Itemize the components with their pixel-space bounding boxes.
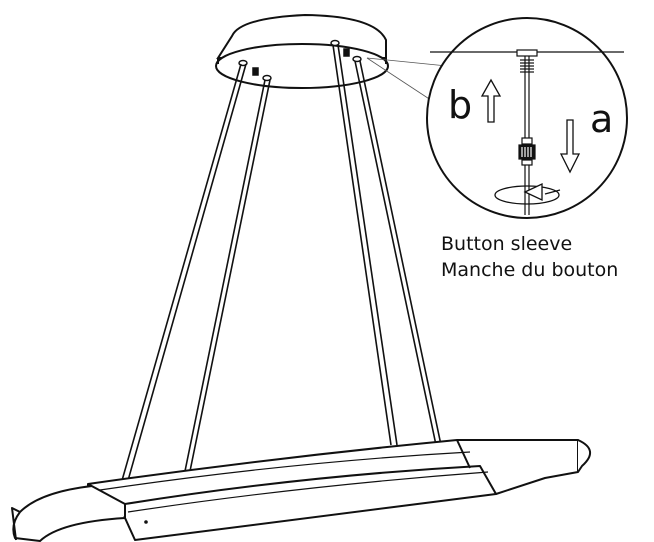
- label-b: b: [448, 83, 472, 127]
- button-sleeve-icon: [518, 137, 536, 166]
- suspension-cables: [120, 44, 442, 485]
- arrow-up-icon: [480, 78, 502, 123]
- rotate-arrow-icon: [494, 182, 561, 205]
- threaded-fitting: [516, 49, 538, 73]
- luminaire-body: [11, 439, 591, 542]
- label-a: a: [590, 97, 613, 141]
- arrow-down-icon: [559, 119, 581, 174]
- caption-french: Manche du bouton: [441, 259, 618, 281]
- caption-english: Button sleeve: [441, 233, 572, 255]
- detail-magnifier: [426, 17, 628, 219]
- canopy-fittings: [238, 39, 362, 82]
